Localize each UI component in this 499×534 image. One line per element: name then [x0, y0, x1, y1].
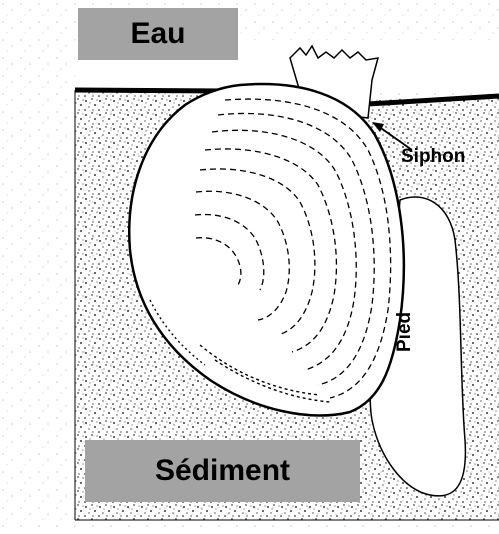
water-label: Eau	[78, 8, 238, 60]
water-label-text: Eau	[130, 17, 185, 51]
siphon-label: Siphon	[401, 146, 465, 168]
sediment-label: Sédiment	[85, 440, 360, 502]
foot-label: Pied	[394, 312, 416, 352]
sediment-label-text: Sédiment	[155, 454, 290, 488]
